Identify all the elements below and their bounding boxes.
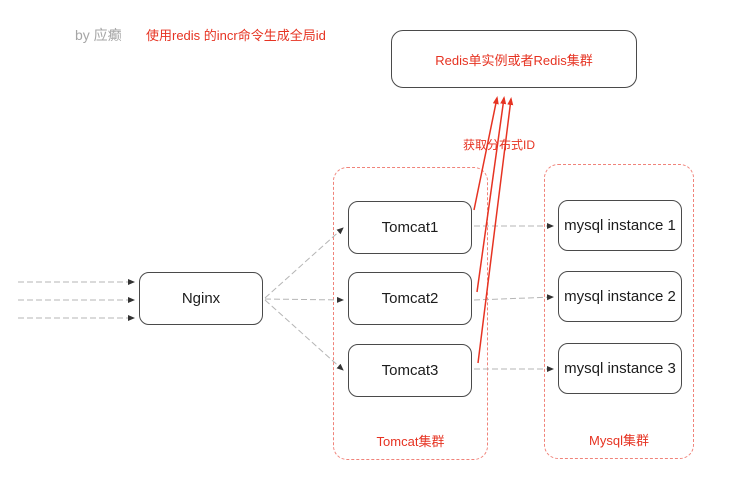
tomcat2-to-mysql2-arrow xyxy=(473,294,554,301)
tomcat2-node: Tomcat2 xyxy=(348,272,472,325)
mysql3-node-label: mysql instance 3 xyxy=(564,360,676,377)
tomcat2-node-label: Tomcat2 xyxy=(381,290,439,307)
mysql1-node-label: mysql instance 1 xyxy=(564,217,676,234)
mysql2-node: mysql instance 2 xyxy=(558,271,682,322)
get-distributed-id-edge-label: 获取分布式ID xyxy=(463,138,536,152)
mysql-cluster-container: Mysql集群 xyxy=(544,164,694,459)
author-credit: by 应癫 xyxy=(75,27,122,43)
tomcat1-node: Tomcat1 xyxy=(348,201,472,254)
annotation-note: 使用redis 的incr命令生成全局id xyxy=(146,28,326,43)
redis-node-label: Redis单实例或者Redis集群 xyxy=(435,52,593,68)
redis-node: Redis单实例或者Redis集群 xyxy=(391,30,637,88)
nginx-to-tomcat2-arrow xyxy=(264,296,344,303)
nginx-to-tomcat3-arrow xyxy=(264,299,344,371)
tomcat1-node-label: Tomcat1 xyxy=(381,219,439,236)
tomcat3-node: Tomcat3 xyxy=(348,344,472,397)
tomcat-cluster-container: Tomcat集群 xyxy=(333,167,488,460)
nginx-node-label: Nginx xyxy=(181,290,221,307)
mysql3-node: mysql instance 3 xyxy=(558,343,682,394)
nginx-to-tomcat1-arrow xyxy=(264,227,344,299)
mysql1-node: mysql instance 1 xyxy=(558,200,682,251)
mysql2-node-label: mysql instance 2 xyxy=(564,288,676,305)
tomcat3-node-label: Tomcat3 xyxy=(381,362,439,379)
tomcat3-to-redis-arrow xyxy=(477,97,514,364)
tomcat1-to-redis-arrow xyxy=(473,96,499,211)
mysql-cluster-label: Mysql集群 xyxy=(589,433,649,448)
tomcat-cluster-label: Tomcat集群 xyxy=(376,434,445,449)
tomcat2-to-redis-arrow xyxy=(476,96,507,293)
nginx-node: Nginx xyxy=(139,272,263,325)
